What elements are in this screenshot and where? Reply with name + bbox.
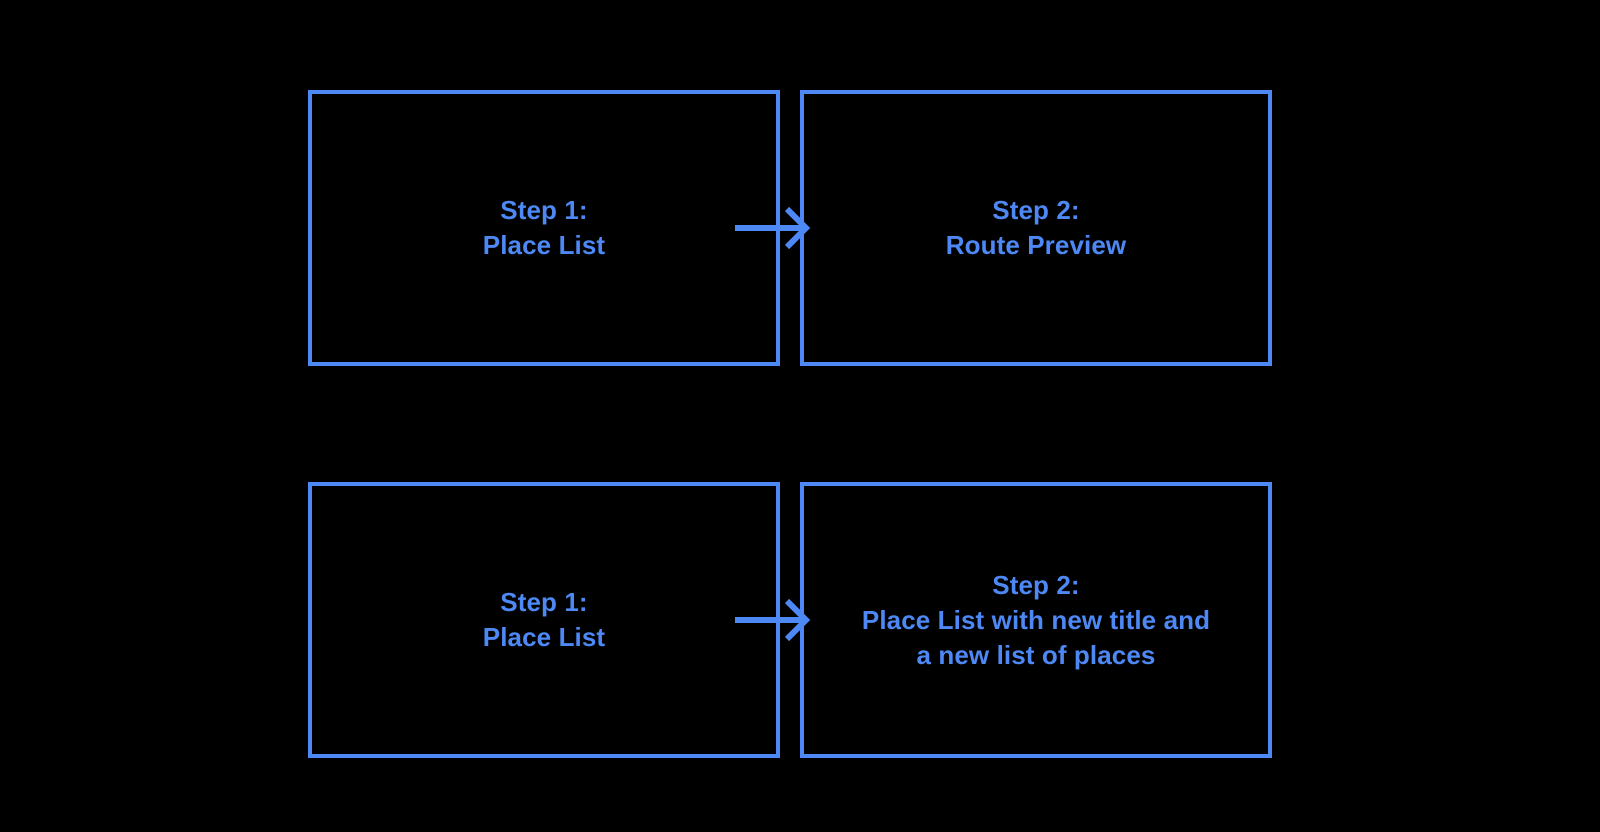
flow-row-2: Step 1: Place List Step 2: Place List wi… [0, 482, 1600, 758]
step-box-label: Step 2: Route Preview [945, 195, 1127, 260]
step-box-row2-step1[interactable]: Step 1: Place List [308, 482, 780, 758]
step-box-label: Step 1: Place List [482, 587, 606, 652]
step-box-label: Step 2: Place List with new title and a … [861, 569, 1211, 670]
step-box-row1-step1[interactable]: Step 1: Place List [308, 90, 780, 366]
step-box-label: Step 1: Place List [482, 195, 606, 260]
step-box-row1-step2[interactable]: Step 2: Route Preview [800, 90, 1272, 366]
arrow-right-icon [735, 598, 811, 642]
flow-row-1: Step 1: Place List Step 2: Route Preview [0, 90, 1600, 366]
arrow-right-glyph [735, 206, 811, 250]
step-box-row2-step2[interactable]: Step 2: Place List with new title and a … [800, 482, 1272, 758]
arrow-right-glyph [735, 598, 811, 642]
arrow-right-icon [735, 206, 811, 250]
